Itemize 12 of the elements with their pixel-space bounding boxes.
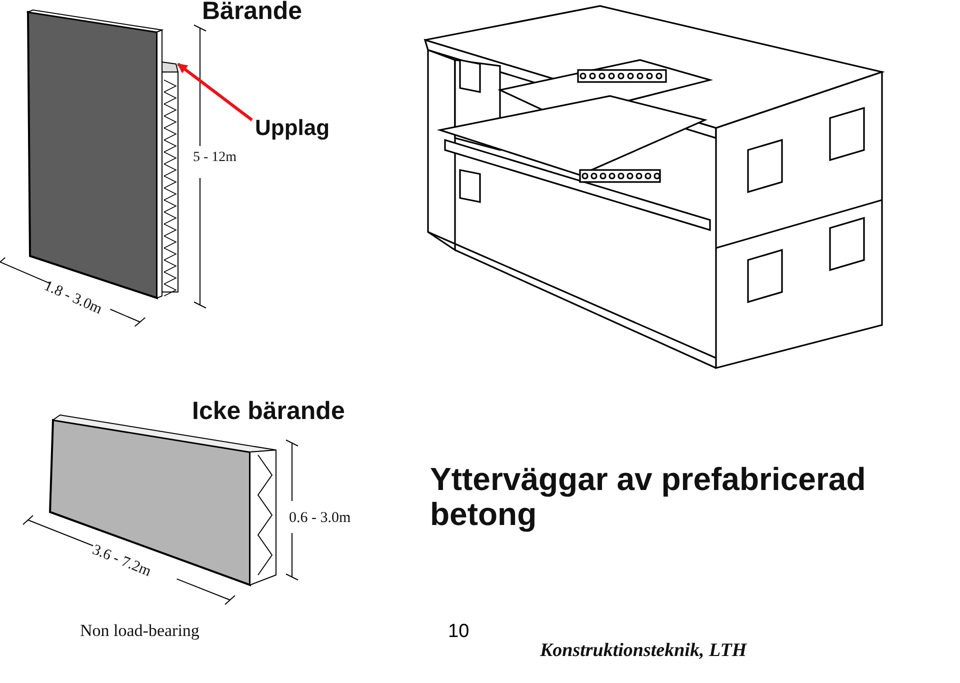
caption-text: Non load-bearing xyxy=(80,622,200,641)
section-heading: Bärande xyxy=(202,0,302,26)
dimension-label: 3.6 - 7.2m xyxy=(90,542,154,580)
dimension-label: 5 - 12m xyxy=(193,150,237,166)
dimension-label: 0.6 - 3.0m xyxy=(289,510,351,526)
slide-title: Ytterväggar av prefabricerad betong xyxy=(430,462,867,532)
page-number: 10 xyxy=(448,622,470,643)
arrow xyxy=(177,62,253,122)
section-heading: Icke bärande xyxy=(192,398,345,426)
callout-label: Upplag xyxy=(255,116,330,140)
dimension-label: 1.8 - 3.0m xyxy=(41,278,104,318)
footer-text: Konstruktionsteknik, LTH xyxy=(540,641,747,662)
